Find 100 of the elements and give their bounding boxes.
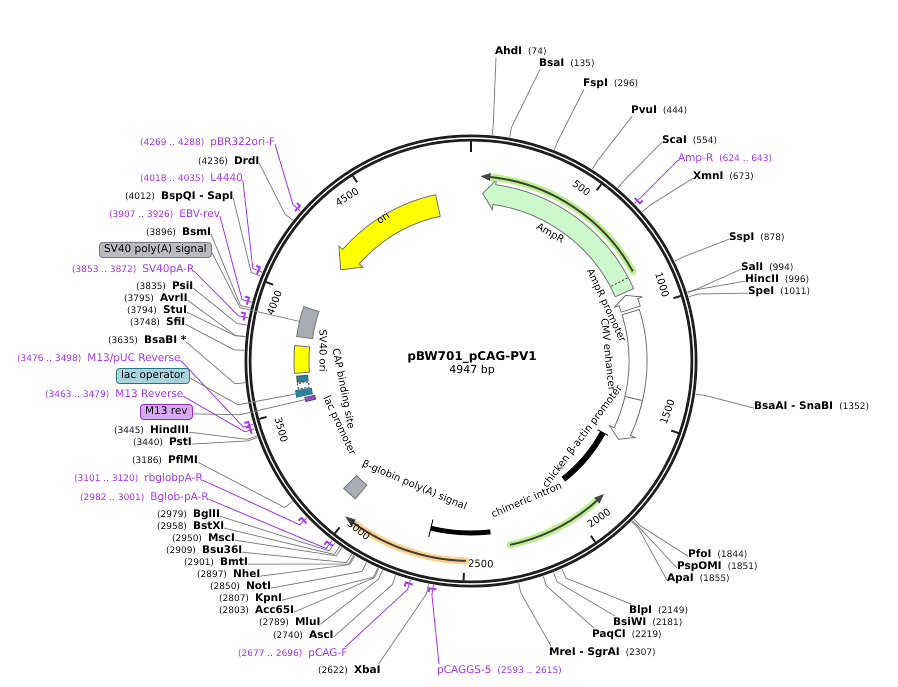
enzyme-name: PfoI [688, 548, 712, 560]
leader-line [592, 116, 632, 170]
tick-label: 4500 [334, 187, 362, 210]
site-position: (3186) [132, 456, 162, 466]
enzyme-name: PspOMI [677, 560, 722, 572]
leader-line [378, 583, 429, 664]
primer-position: (2982 .. 3001) [80, 493, 144, 504]
enzyme-name: AvrII [160, 292, 188, 304]
site-position: (2909) [166, 546, 196, 556]
enzyme-name: SfiI [166, 316, 186, 328]
leader-line [542, 576, 594, 628]
primer-position: (3101 .. 3120) [74, 474, 138, 484]
site-position: (2950) [172, 534, 202, 544]
site-position: (2979) [157, 510, 187, 520]
leader-line [242, 180, 263, 273]
leader-line [294, 568, 380, 613]
primer-name: SV40pA-R [142, 263, 194, 276]
site-position: (996) [784, 275, 810, 286]
enzyme-name: SspI [729, 231, 754, 244]
site-position: (2622) [318, 666, 348, 676]
leader-line [192, 288, 248, 326]
leader-line [281, 567, 378, 601]
leader-line [187, 300, 246, 337]
enzyme-name: ApaI [667, 572, 694, 584]
enzyme-name: PaqCI [592, 628, 626, 640]
leader-line [634, 160, 678, 204]
leader-line [688, 292, 748, 298]
enzyme-name: PsiI [172, 280, 194, 292]
primer-name: EBV-rev [179, 208, 220, 220]
leader-line [242, 552, 352, 564]
site-position: (3835) [136, 282, 166, 292]
leader-line [344, 579, 411, 648]
enzyme-name: PstI [168, 436, 192, 448]
primer-name: Bglob-pA-R [150, 491, 209, 504]
enzyme-name: FspI [583, 77, 608, 90]
primer-position: (4018 .. 4035) [140, 174, 204, 184]
site-position: (4012) [125, 192, 155, 202]
leader-line [686, 268, 742, 293]
site-position: (2307) [626, 648, 656, 658]
site-position: (3635) [108, 336, 138, 346]
site-position: (2740) [273, 631, 303, 642]
site-position: (673) [729, 172, 754, 182]
site-position: (2807) [219, 594, 249, 604]
leader-line [189, 377, 296, 406]
primer-position: (2677 .. 2696) [238, 649, 302, 660]
site-position: (2181) [652, 618, 682, 628]
leader-line [192, 399, 306, 416]
enzyme-name: PvuI [631, 104, 657, 116]
site-position: (1855) [700, 574, 730, 584]
feature-tag: M13 rev [140, 404, 193, 420]
leader-line [686, 280, 746, 294]
site-position: (2897) [197, 570, 227, 580]
leader-line [202, 480, 308, 526]
site-position: (878) [760, 233, 784, 244]
site-position: (2803) [219, 606, 249, 616]
enzyme-name: DrdI [234, 155, 260, 168]
leader-line [617, 142, 662, 188]
site-position: (1851) [728, 562, 758, 572]
leader-line [492, 56, 496, 136]
primer-name: pCAG-F [308, 647, 348, 660]
primer-position: (3463 .. 3479) [45, 390, 110, 400]
leader-line [191, 437, 258, 445]
leader-line [518, 582, 552, 646]
tick-label: 1500 [660, 398, 678, 426]
enzyme-name: PflMI [168, 454, 198, 466]
enzyme-name: BsiWI [613, 616, 646, 628]
leader-line [208, 498, 333, 550]
site-position: (3748) [130, 318, 160, 328]
site-position: (3794) [127, 306, 157, 316]
site-position: (3896) [146, 228, 176, 238]
tick-label: 2500 [468, 559, 494, 570]
leader-line [431, 584, 440, 664]
leader-line [258, 162, 294, 221]
primer-position: (624 .. 643) [719, 154, 772, 164]
leader-line [632, 520, 678, 569]
tick-label: 1000 [652, 271, 670, 299]
leader-line [695, 394, 754, 409]
plasmid-name: pBW701_pCAG-PV1 [407, 350, 537, 364]
enzyme-name: BglII [192, 508, 220, 520]
leader-line [274, 144, 301, 212]
site-position: (4236) [198, 157, 228, 168]
enzyme-name: StuI [162, 304, 187, 316]
enzyme-name: BsaAI - SnaBI [754, 400, 834, 412]
enzyme-name: SalI [741, 261, 764, 274]
primer-name: rbglobpA-R [144, 472, 203, 484]
leader-line [210, 234, 251, 308]
leader-line [219, 516, 336, 552]
primer-position: (2593 .. 2615) [497, 666, 562, 676]
site-position: (2958) [157, 522, 187, 532]
enzyme-name: AhdI [495, 45, 522, 58]
leader-line [633, 518, 688, 557]
primer-name: Amp-R [678, 152, 714, 164]
primer-name: L4440 [210, 172, 243, 184]
primer-name: pCAGGS-5 [437, 664, 492, 676]
primer-name: M13/pUC Reverse [87, 352, 180, 364]
site-position: (3440) [133, 438, 163, 448]
leader-line [219, 216, 252, 303]
feature-label: ori [374, 210, 392, 226]
leader-line [186, 342, 246, 384]
leader-line [561, 568, 632, 604]
